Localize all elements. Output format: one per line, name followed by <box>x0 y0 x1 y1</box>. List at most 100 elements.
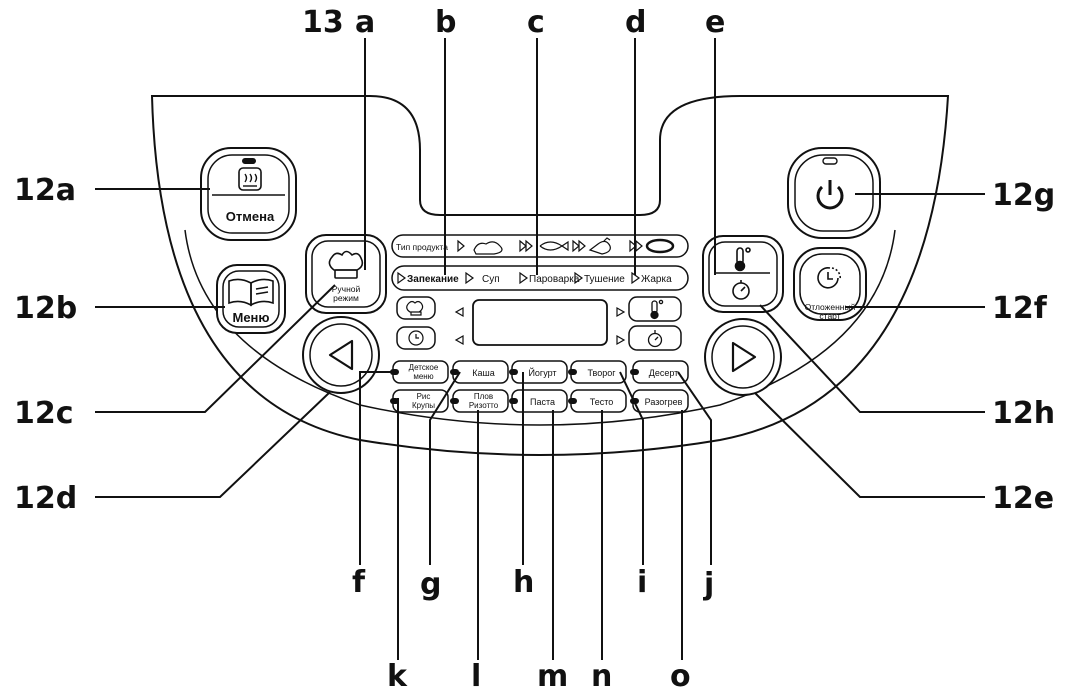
clock-icon <box>817 267 842 289</box>
program-button[interactable]: Тесто <box>568 389 627 413</box>
panel-inner-outline <box>184 229 896 426</box>
callout-12c: 12c <box>14 396 74 431</box>
timer-icon <box>732 280 750 300</box>
callout-12g: 12g <box>992 178 1055 213</box>
display-area <box>396 296 682 351</box>
program-label: Плов <box>474 392 493 401</box>
callout-f: f <box>352 565 366 600</box>
cancel-label: Отмена <box>226 209 275 224</box>
product-type-label: Тип продукта <box>396 242 448 252</box>
program-label: Йогурт <box>528 367 556 378</box>
power-button[interactable] <box>787 147 881 239</box>
power-led <box>822 157 838 165</box>
callout-12h: 12h <box>992 396 1055 431</box>
indicator-led <box>242 158 256 164</box>
program-button[interactable]: Творог <box>568 360 627 384</box>
meat-icon <box>473 241 503 255</box>
program-button[interactable]: Каша <box>450 360 509 384</box>
program-led <box>630 369 639 375</box>
fish-icon <box>539 240 569 252</box>
callout-i: i <box>637 565 647 600</box>
callout-h: h <box>513 565 534 600</box>
arrow-right-icon <box>731 341 757 373</box>
callout-j: j <box>703 567 714 602</box>
left-arrow-button[interactable] <box>302 316 380 394</box>
mode-soup: Суп <box>482 274 500 285</box>
thermometer-small-icon <box>650 299 664 320</box>
program-label: Тесто <box>590 397 614 407</box>
right-arrow-button[interactable] <box>704 318 782 396</box>
callout-12d: 12d <box>14 481 77 516</box>
clock-small-icon <box>408 330 424 346</box>
delayed-start-label-2: старт <box>819 311 840 321</box>
delayed-start-label-1: Отложенный <box>805 302 856 312</box>
manual-mode-label-2: режим <box>333 293 359 303</box>
panel-outline <box>150 95 950 456</box>
program-label: Каша <box>472 368 494 378</box>
mode-strip: Запекание Суп Пароварка Тушение Жарка <box>391 265 689 291</box>
callout-e: e <box>705 5 725 40</box>
callout-o: o <box>670 659 691 694</box>
program-led <box>390 369 399 375</box>
program-button[interactable]: Разогрев <box>630 389 689 413</box>
callout-12b: 12b <box>14 291 77 326</box>
timer-small-icon <box>647 330 663 348</box>
product-type-strip: Тип продукта <box>391 234 689 258</box>
program-label: Разогрев <box>645 397 683 407</box>
program-label: Паста <box>530 397 555 407</box>
arrow-left-icon <box>328 339 354 371</box>
menu-label: Меню <box>232 310 269 325</box>
callout-13: 13 <box>302 5 344 40</box>
callout-l: l <box>471 659 481 694</box>
steam-icon <box>238 167 262 191</box>
book-icon <box>228 278 274 307</box>
mode-steam: Пароварка <box>529 274 580 285</box>
program-label: Рис <box>417 392 431 401</box>
cancel-button[interactable]: Отмена <box>200 147 297 241</box>
temperature-time-button[interactable] <box>702 235 784 313</box>
callout-n: n <box>591 659 612 694</box>
program-label: меню <box>413 372 433 381</box>
thermometer-icon <box>734 247 751 272</box>
leader-lines <box>95 38 985 660</box>
mode-bake: Запекание <box>407 274 459 285</box>
callout-labels: 13 a b c d e 12a 12b 12c 12d 12g 12f 12h… <box>14 5 1055 694</box>
program-button[interactable]: Паста <box>509 389 568 413</box>
program-led <box>509 369 518 375</box>
callout-c: c <box>527 5 545 40</box>
program-led <box>450 398 459 404</box>
callout-k: k <box>387 659 408 694</box>
menu-button[interactable]: Меню <box>216 264 286 334</box>
program-led <box>568 369 577 375</box>
power-icon <box>816 180 844 210</box>
program-button[interactable]: Десерт <box>630 360 689 384</box>
callout-d: d <box>625 5 646 40</box>
callout-12a: 12a <box>14 173 76 208</box>
chef-hat-icon <box>328 250 364 279</box>
program-label: Крупы <box>412 401 435 410</box>
poultry-icon <box>588 237 611 255</box>
callout-g: g <box>420 567 441 602</box>
delayed-start-button[interactable]: Отложенный старт <box>793 247 867 321</box>
program-led <box>509 398 518 404</box>
program-label: Десерт <box>649 368 679 378</box>
callout-a: a <box>355 5 375 40</box>
callout-12f: 12f <box>992 291 1048 326</box>
program-label: Творог <box>587 368 616 378</box>
lcd-screen <box>472 299 608 346</box>
mode-stew: Тушение <box>584 274 625 285</box>
callout-m: m <box>537 659 568 694</box>
manual-mode-label-1: Ручной <box>332 284 361 294</box>
program-led <box>450 369 459 375</box>
program-label: Ризотто <box>469 401 499 410</box>
callout-b: b <box>435 5 456 40</box>
chef-hat-small-icon <box>406 300 424 316</box>
mode-fry: Жарка <box>641 274 672 285</box>
program-led <box>390 398 399 404</box>
program-button[interactable]: Йогурт <box>509 360 568 384</box>
